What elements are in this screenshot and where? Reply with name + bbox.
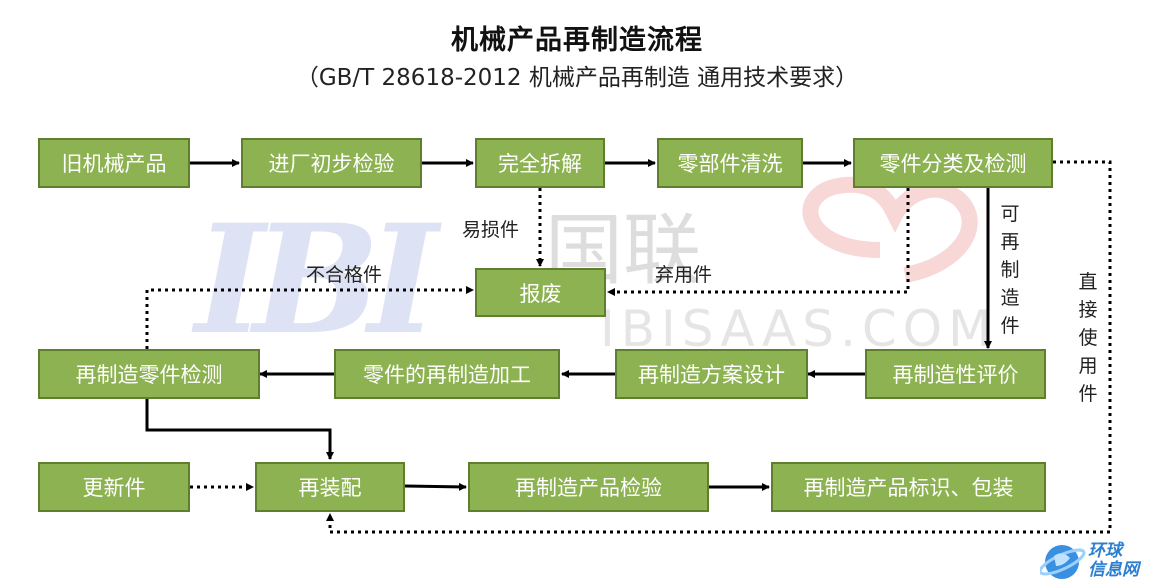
node-product-inspection: 再制造产品检验 xyxy=(468,462,709,512)
node-scrap: 报废 xyxy=(475,268,606,317)
arrow-discarded-to-scrap xyxy=(607,188,910,296)
page-title: 机械产品再制造流程 xyxy=(451,25,703,56)
label-remanufacturable-parts: 可再制造件 xyxy=(1000,203,1020,337)
label-direct-use-parts: 直接使用件 xyxy=(1078,271,1098,405)
node-reassembly: 再装配 xyxy=(255,462,405,512)
node-classify-inspect: 零件分类及检测 xyxy=(853,138,1053,188)
node-reman-evaluation: 再制造性评价 xyxy=(865,349,1046,399)
arrow-directuse-to-reassembly xyxy=(326,160,1112,534)
node-new-parts: 更新件 xyxy=(38,462,190,512)
node-marking-packaging: 再制造产品标识、包装 xyxy=(771,462,1046,512)
corner-logo-text: 环球 信息网 xyxy=(1088,542,1150,580)
node-disassembly: 完全拆解 xyxy=(475,138,605,188)
node-cleaning: 零部件清洗 xyxy=(657,138,803,188)
globe-logo-icon xyxy=(1040,545,1086,579)
node-parts-processing: 零件的再制造加工 xyxy=(334,349,560,399)
label-wear-parts: 易损件 xyxy=(462,219,520,241)
corner-logo-line2: 信息网 xyxy=(1088,560,1139,580)
label-discarded-parts: 弃用件 xyxy=(655,264,713,286)
node-reman-plan: 再制造方案设计 xyxy=(615,349,808,399)
node-inbound-inspection: 进厂初步检验 xyxy=(241,138,422,188)
node-reman-parts-inspection: 再制造零件检测 xyxy=(38,349,260,399)
node-old-product: 旧机械产品 xyxy=(38,138,190,188)
arrow-reassembly-to-productinspect xyxy=(404,482,467,491)
arrow-unqualified-to-scrap xyxy=(145,286,474,349)
watermark-letters: IBI xyxy=(195,192,438,368)
label-unqualified-parts: 不合格件 xyxy=(306,264,383,286)
corner-logo-line1: 环球 xyxy=(1088,541,1122,561)
watermark-url: IBISAAS.COM xyxy=(600,300,998,358)
arrow-partsinspect-to-reassembly xyxy=(145,399,334,460)
page-subtitle: （GB/T 28618-2012 机械产品再制造 通用技术要求） xyxy=(295,65,859,91)
